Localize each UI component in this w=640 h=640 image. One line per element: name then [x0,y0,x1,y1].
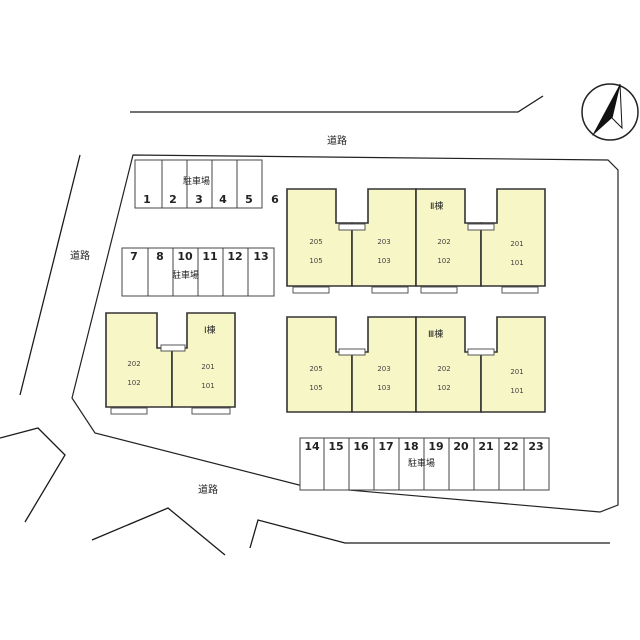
bottom-road-edge-east [249,519,610,549]
left-road-label: 道路 [70,251,90,262]
room-number: 102 [437,257,451,265]
building-3 [286,316,546,413]
parking-space: 1 [143,193,151,206]
building-2 [286,188,546,294]
parking-space: 17 [378,440,394,453]
top-road-label: 道路 [327,136,347,147]
bottom-road-edge-west [91,507,226,556]
room-number: 105 [309,257,323,265]
bottom-road-label: 道路 [198,485,218,496]
room-number: 203 [377,365,391,373]
parking-space: 10 [177,250,193,263]
parking-space: 5 [245,193,253,206]
left-road-edge-east [0,427,66,523]
parking-space: 21 [478,440,494,453]
parking-space: 2 [169,193,177,206]
room-number: 103 [377,257,391,265]
room-number: 201 [510,368,524,376]
parking-lot-a [134,159,263,209]
room-number: 205 [309,365,323,373]
north-arrow-icon [581,83,639,141]
site-boundary [71,154,619,513]
parking-lot-a-label: 駐車場 [183,177,211,187]
room-number: 201 [510,240,524,248]
parking-lot-b-label: 駐車場 [172,271,200,281]
parking-space: 16 [353,440,369,453]
left-road-edge-west [19,154,81,396]
building-3-label: Ⅲ棟 [428,330,444,340]
room-number: 203 [377,238,391,246]
room-number: 101 [510,387,524,395]
parking-space: 7 [130,250,138,263]
building-2-label: Ⅱ棟 [430,202,444,212]
parking-lot-b [121,247,275,297]
parking-space: 23 [528,440,544,453]
building-1-label: Ⅰ棟 [204,326,216,336]
room-number: 205 [309,238,323,246]
parking-space: 3 [195,193,203,206]
room-number: 201 [201,363,215,371]
room-number: 202 [437,365,451,373]
parking-space: 13 [253,250,269,263]
room-number: 101 [201,382,215,390]
parking-lot-c-label: 駐車場 [408,459,436,469]
parking-space: 8 [156,250,164,263]
parking-space: 22 [503,440,519,453]
room-number: 103 [377,384,391,392]
room-number: 102 [127,379,141,387]
parking-space: 12 [227,250,243,263]
parking-space: 19 [428,440,444,453]
parking-space: 18 [403,440,419,453]
room-number: 102 [437,384,451,392]
parking-space: 11 [202,250,218,263]
room-number: 202 [127,360,141,368]
room-number: 105 [309,384,323,392]
top-road-edge [130,95,544,113]
parking-space: 20 [453,440,469,453]
building-1 [105,312,236,415]
room-number: 202 [437,238,451,246]
parking-space: 15 [328,440,344,453]
parking-space: 6 [271,193,279,206]
room-number: 101 [510,259,524,267]
parking-space: 14 [304,440,320,453]
parking-lot-c [299,437,550,491]
parking-space: 4 [219,193,227,206]
